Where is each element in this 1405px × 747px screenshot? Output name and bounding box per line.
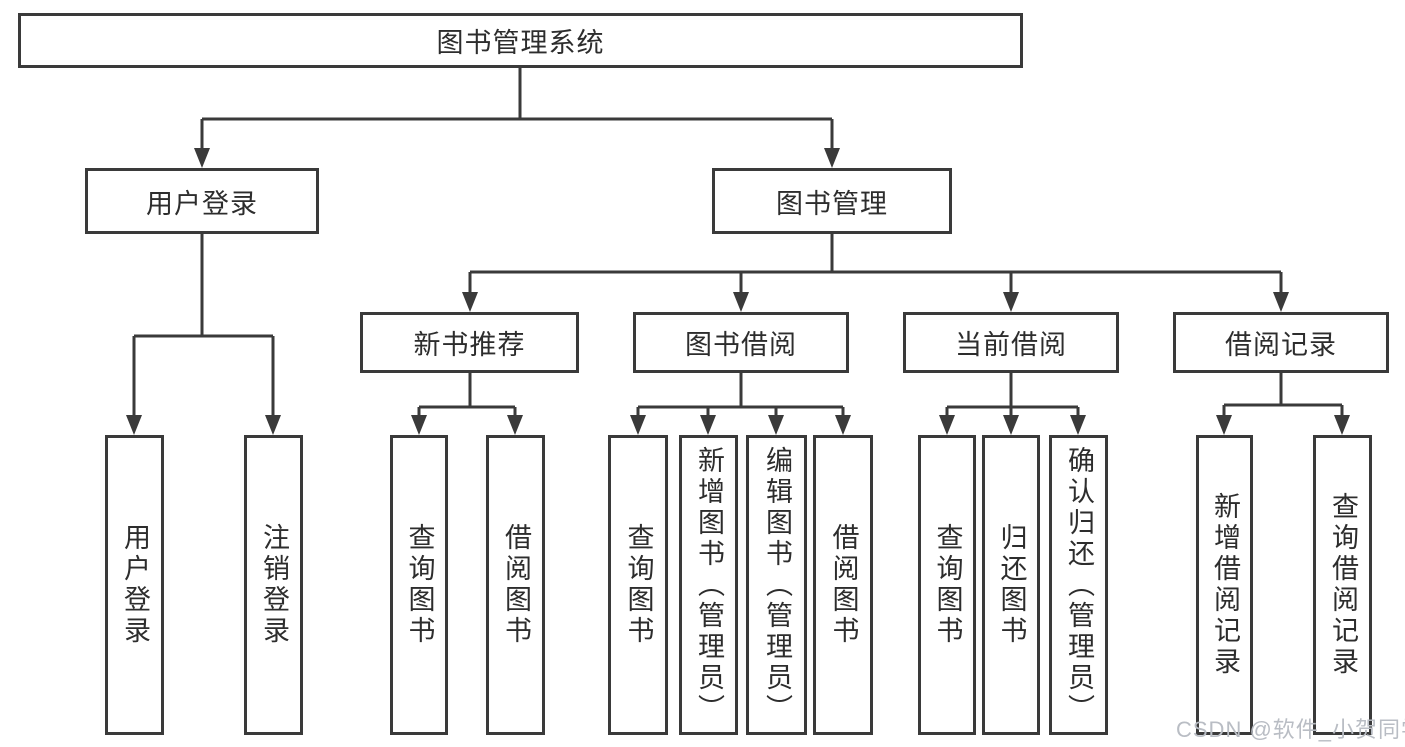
leaf-newbooks-borrow-books-label: 借阅图书	[501, 523, 531, 647]
leaf-confirm-return-admin-label: 确认归还（管理员）	[1064, 445, 1094, 725]
leaf-current-query-books: 查询图书	[918, 435, 976, 735]
leaf-current-query-books-label: 查询图书	[932, 523, 963, 647]
leaf-add-book-admin-label: 新增图书（管理员）	[694, 445, 724, 725]
leaf-return-books-label: 归还图书	[996, 523, 1027, 647]
leaf-logout: 注销登录	[244, 435, 303, 735]
node-book-borrowing-label: 图书借阅	[685, 330, 797, 360]
leaf-query-borrow-record: 查询借阅记录	[1313, 435, 1372, 735]
node-new-books-label: 新书推荐	[413, 330, 526, 360]
node-borrow-records-label: 借阅记录	[1225, 330, 1337, 360]
leaf-user-login: 用户登录	[105, 435, 164, 735]
leaf-user-login-label: 用户登录	[120, 523, 150, 647]
leaf-borrowing-query-books: 查询图书	[608, 435, 668, 735]
leaf-logout-label: 注销登录	[259, 523, 289, 647]
leaf-query-borrow-record-label: 查询借阅记录	[1328, 492, 1358, 678]
leaf-newbooks-query-books: 查询图书	[390, 435, 448, 735]
leaf-add-borrow-record-label: 新增借阅记录	[1210, 492, 1240, 678]
leaf-borrowing-query-books-label: 查询图书	[623, 523, 654, 647]
leaf-edit-book-admin-label: 编辑图书（管理员）	[762, 445, 792, 725]
node-new-books: 新书推荐	[360, 312, 579, 373]
csdn-watermark: CSDN @软件_小贺同学	[1176, 717, 1405, 742]
leaf-borrowing-borrow-books: 借阅图书	[813, 435, 873, 735]
node-root: 图书管理系统	[18, 13, 1023, 68]
node-user-login: 用户登录	[85, 168, 319, 234]
node-user-login-label: 用户登录	[146, 188, 258, 219]
node-borrow-records: 借阅记录	[1173, 312, 1389, 373]
leaf-add-borrow-record: 新增借阅记录	[1196, 435, 1253, 735]
leaf-borrowing-borrow-books-label: 借阅图书	[828, 523, 859, 647]
leaf-add-book-admin: 新增图书（管理员）	[679, 435, 738, 735]
leaf-newbooks-borrow-books: 借阅图书	[486, 435, 545, 735]
node-root-label: 图书管理系统	[436, 28, 605, 58]
node-book-management: 图书管理	[712, 168, 952, 234]
node-current-borrowing-label: 当前借阅	[955, 330, 1067, 360]
leaf-confirm-return-admin: 确认归还（管理员）	[1049, 435, 1108, 735]
leaf-edit-book-admin: 编辑图书（管理员）	[746, 435, 807, 735]
leaf-return-books: 归还图书	[982, 435, 1040, 735]
node-book-borrowing: 图书借阅	[633, 312, 849, 373]
node-current-borrowing: 当前借阅	[903, 312, 1119, 373]
leaf-newbooks-query-books-label: 查询图书	[404, 523, 435, 647]
node-book-management-label: 图书管理	[776, 188, 888, 219]
